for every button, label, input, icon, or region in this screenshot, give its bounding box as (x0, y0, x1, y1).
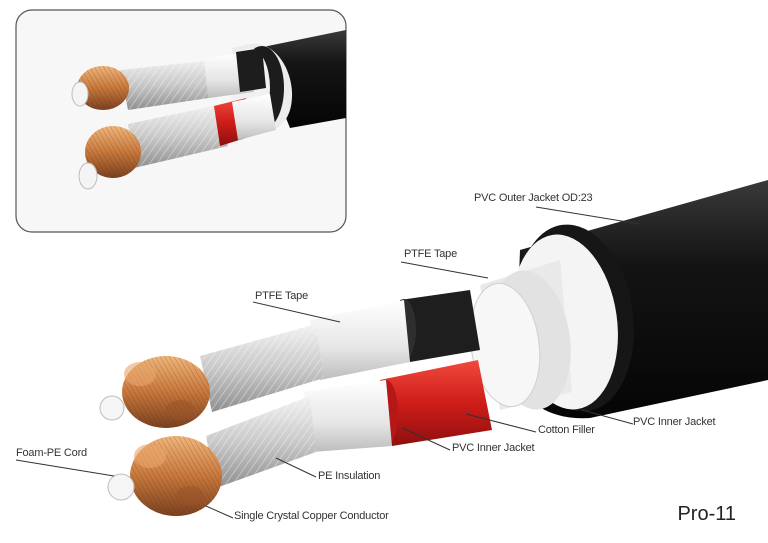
label-pvc-inner-jacket-outer: PVC Inner Jacket (633, 416, 716, 428)
label-ptfe-tape-inner: PTFE Tape (255, 290, 309, 302)
copper-conductor-upper (99, 356, 210, 428)
inset-panel (15, 9, 347, 233)
leader-lines (15, 206, 641, 519)
label-pe-insulation: PE Insulation (318, 470, 381, 482)
label-single-crystal-copper: Single Crystal Copper Conductor (234, 510, 389, 522)
model-name: Pro-11 (677, 503, 736, 525)
copper-conductor-lower (107, 436, 222, 516)
main-cable (99, 180, 768, 516)
label-cotton-filler: Cotton Filler (538, 424, 595, 436)
label-pvc-inner-jacket-core: PVC Inner Jacket (452, 442, 535, 454)
label-foam-pe-cord: Foam-PE Cord (16, 447, 87, 459)
label-pvc-outer-jacket: PVC Outer Jacket OD:23 (474, 192, 593, 204)
label-ptfe-tape-outer: PTFE Tape (404, 248, 458, 260)
